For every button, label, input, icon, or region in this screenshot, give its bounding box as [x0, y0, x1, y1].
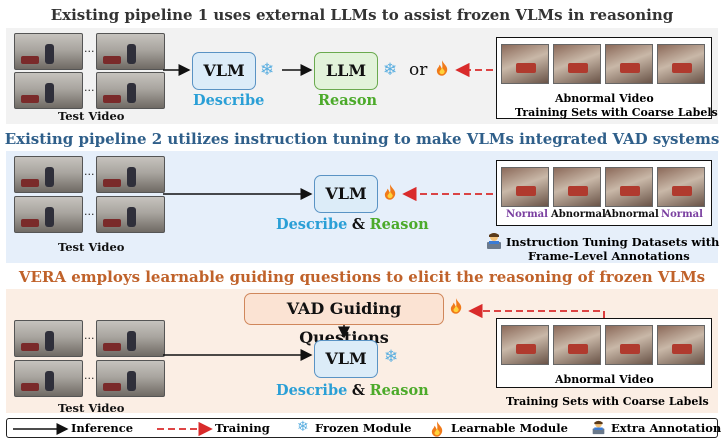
video-frame	[14, 360, 83, 397]
ellipsis: ...	[84, 329, 95, 342]
video-frame	[14, 72, 83, 109]
fire-icon	[450, 298, 462, 314]
vlm-label: VLM	[325, 349, 367, 368]
training-sets-label: Training Sets with Coarse Labels	[515, 106, 718, 119]
vlm-label: VLM	[203, 61, 245, 80]
ellipsis: ...	[84, 205, 95, 218]
legend-frozen: Frozen Module	[315, 421, 412, 435]
ellipsis: ...	[84, 165, 95, 178]
video-frame	[14, 33, 83, 70]
llm-module: LLM	[314, 52, 378, 90]
vlm-label: VLM	[325, 184, 367, 203]
training-set-box-1: Abnormal Video Training Sets with Coarse…	[496, 37, 718, 119]
reason-label: Reason	[318, 92, 378, 109]
abnormal-video-label: Abnormal Video	[555, 373, 654, 386]
legend-inference: Inference	[71, 421, 134, 435]
vlm-module: VLM	[314, 340, 378, 378]
training-set-box-2: Normal Abnormal Abnormal Normal	[496, 160, 712, 226]
describe-label: Describe	[193, 92, 265, 109]
fire-icon	[436, 60, 448, 76]
ampersand: &	[351, 382, 366, 399]
training-frame	[605, 44, 653, 84]
fire-icon	[431, 421, 443, 437]
ellipsis: ...	[84, 369, 95, 382]
training-legend-arrow	[157, 421, 213, 437]
describe-reason-line: Describe & Reason	[276, 382, 429, 399]
reason-label: Reason	[369, 382, 429, 399]
training-set-box-3: Abnormal Video	[496, 318, 712, 388]
legend: Inference Training ❄ Frozen Module Learn…	[6, 418, 722, 438]
training-frame	[501, 325, 549, 365]
frame-label-abnormal: Abnormal	[551, 209, 606, 220]
ampersand: &	[351, 216, 366, 233]
video-frame	[14, 320, 83, 357]
training-arrow	[468, 303, 605, 319]
training-frame	[605, 325, 653, 365]
training-frame	[657, 44, 705, 84]
training-frame	[553, 325, 601, 365]
describe-label: Describe	[276, 216, 348, 233]
vera-heading: VERA employs learnable guiding questions…	[18, 268, 706, 286]
video-frame	[96, 33, 165, 70]
legend-learnable: Learnable Module	[451, 421, 568, 435]
test-video-caption: Test Video	[58, 240, 125, 254]
ellipsis: ...	[84, 42, 95, 55]
snowflake-icon: ❄	[297, 419, 309, 435]
training-frame	[657, 325, 705, 365]
pipeline1-heading: Existing pipeline 1 uses external LLMs t…	[50, 6, 674, 24]
training-frame	[553, 44, 601, 84]
datasets-line1: Instruction Tuning Datasets with	[506, 235, 720, 249]
video-frame	[14, 156, 83, 193]
snowflake-icon: ❄	[384, 347, 399, 367]
frame-label-normal: Normal	[506, 209, 548, 220]
frame-label-abnormal: Abnormal	[604, 209, 659, 220]
training-frame	[657, 167, 705, 207]
abnormal-video-label: Abnormal Video	[555, 92, 654, 105]
legend-extra: Extra Annotation	[611, 421, 722, 435]
person-laptop-icon	[487, 233, 501, 249]
training-frame	[605, 167, 653, 207]
vlm-module: VLM	[314, 175, 378, 213]
pipeline2-heading: Existing pipeline 2 utilizes instruction…	[4, 130, 720, 148]
person-laptop-icon	[592, 420, 605, 435]
video-frame	[96, 360, 165, 397]
test-video-caption: Test Video	[58, 109, 125, 123]
legend-training: Training	[215, 421, 270, 435]
vlm-module: VLM	[192, 52, 256, 90]
ellipsis: ...	[84, 81, 95, 94]
test-video-caption: Test Video	[58, 401, 125, 415]
inference-legend-arrow	[13, 423, 69, 435]
describe-label: Describe	[276, 382, 348, 399]
fire-icon	[384, 184, 396, 200]
frame-label-normal: Normal	[661, 209, 703, 220]
training-frame	[553, 167, 601, 207]
training-frame	[501, 167, 549, 207]
video-frame	[14, 196, 83, 233]
video-frame	[96, 320, 165, 357]
or-text: or	[409, 60, 428, 80]
video-frame	[96, 156, 165, 193]
datasets-line2: Frame-Level Annotations	[528, 249, 690, 263]
video-frame	[96, 196, 165, 233]
llm-label: LLM	[325, 61, 367, 80]
describe-reason-line: Describe & Reason	[276, 216, 429, 233]
snowflake-icon: ❄	[383, 60, 398, 80]
reason-label: Reason	[369, 216, 429, 233]
snowflake-icon: ❄	[260, 60, 275, 80]
training-sets-label: Training Sets with Coarse Labels	[506, 395, 709, 408]
video-frame	[96, 72, 165, 109]
training-frame	[501, 44, 549, 84]
